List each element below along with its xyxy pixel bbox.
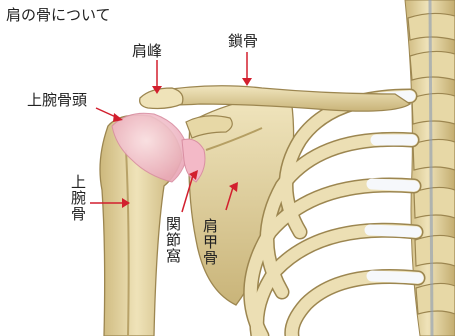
label-acromion: 肩峰 (132, 44, 162, 59)
label-humeral-head: 上腕骨頭 (27, 93, 87, 108)
acromion (140, 88, 183, 109)
arrow-humeral-head (96, 108, 123, 122)
vertebrae (405, 0, 455, 336)
diagram-title: 肩の骨について (6, 8, 111, 23)
label-clavicle: 鎖骨 (228, 34, 258, 49)
label-glenoid: 関節窩 (165, 216, 180, 264)
label-humerus: 上腕骨 (70, 174, 85, 222)
arrow-clavicle (242, 52, 252, 86)
label-scapula: 肩甲骨 (202, 218, 217, 266)
